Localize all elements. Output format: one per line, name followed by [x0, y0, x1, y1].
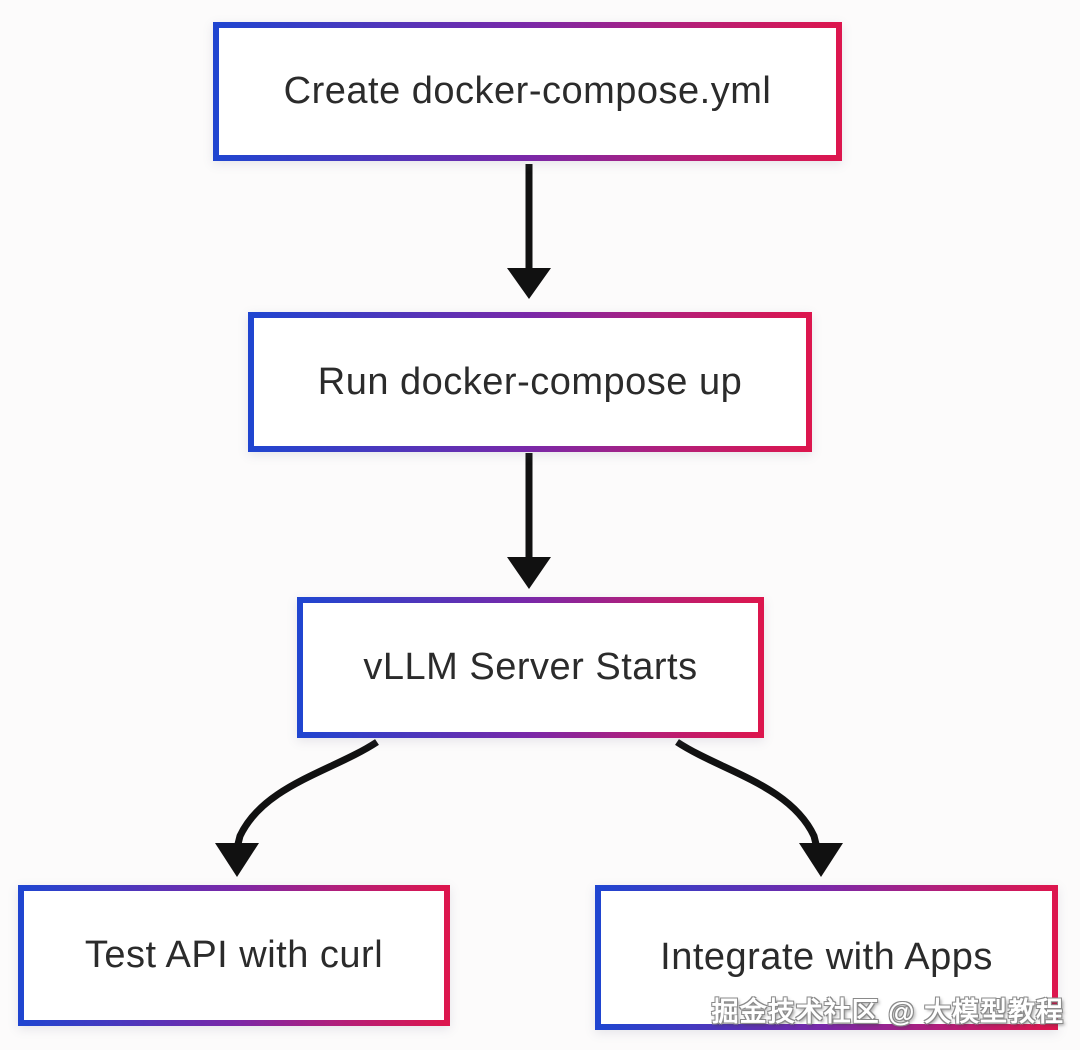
arrowhead-create-to-run: [507, 268, 551, 299]
arrow-vllm-to-test: [233, 739, 379, 849]
flow-node-run-docker-compose: Run docker-compose up: [248, 312, 812, 452]
arrow-vllm-to-integrate: [675, 739, 821, 849]
arrowhead-vllm-to-integrate: [799, 843, 843, 877]
flow-node-integrate-apps: Integrate with Apps: [595, 885, 1058, 1030]
flow-node-create-docker-compose: Create docker-compose.yml: [213, 22, 842, 161]
arrowhead-run-to-vllm: [507, 557, 551, 589]
flow-node-label: vLLM Server Starts: [363, 646, 698, 688]
flow-node-label: Test API with curl: [84, 934, 384, 976]
flow-node-test-api-curl: Test API with curl: [18, 885, 450, 1026]
arrowhead-vllm-to-test: [215, 843, 259, 877]
flow-node-label: Run docker-compose up: [317, 360, 743, 403]
watermark-text: 掘金技术社区 @ 大模型教程: [711, 997, 1064, 1027]
flow-node-label: Integrate with Apps: [660, 936, 993, 978]
flow-node-vllm-server-starts: vLLM Server Starts: [297, 597, 764, 738]
flow-node-label: Create docker-compose.yml: [283, 70, 772, 112]
